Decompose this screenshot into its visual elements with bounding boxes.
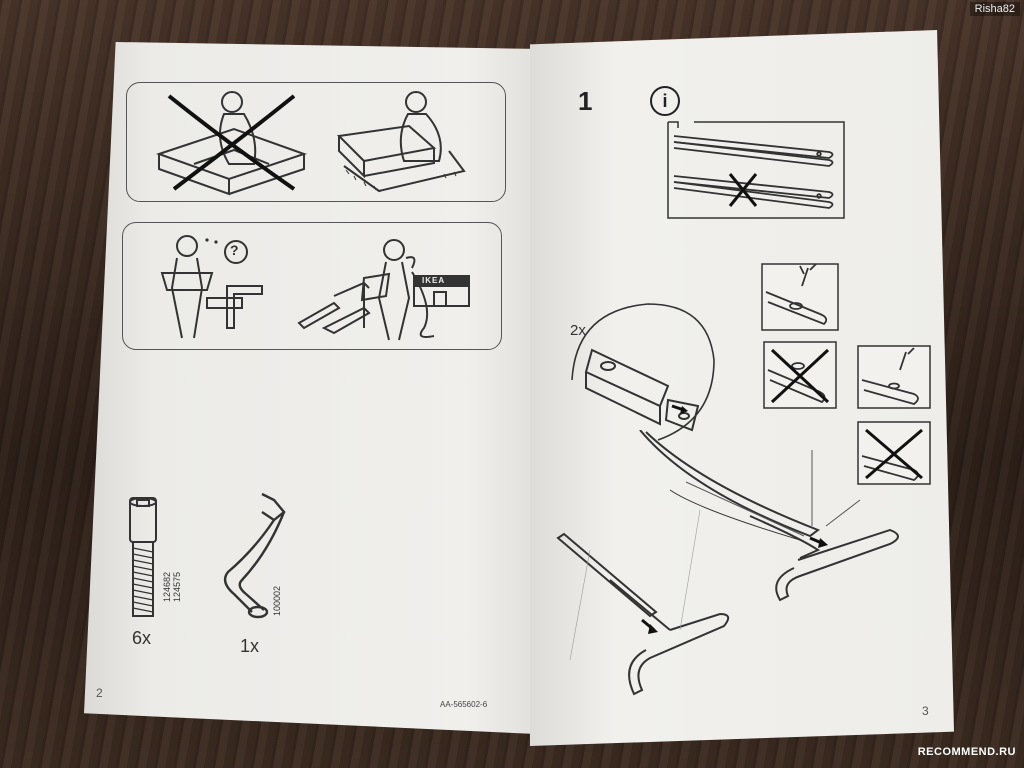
assemble-on-rug-right-illustration [336, 91, 466, 193]
allen-key-quantity: 1x [240, 636, 260, 656]
bolt-code-2: 124575 [172, 572, 182, 603]
site-watermark: RECOMMEND.RU [917, 746, 1016, 758]
confused-person-illustration [160, 235, 263, 339]
left-page: ? IKEA 124682 124575 6x [84, 42, 536, 734]
connection-magnifier [571, 303, 715, 441]
allen-key-illustration [223, 492, 286, 619]
bolt-illustration [129, 497, 157, 617]
document-code: AA-565602-6 [440, 700, 488, 709]
question-mark-label: ? [230, 242, 239, 258]
allen-key-code: 100002 [272, 586, 282, 617]
frame-assembly-illustration [556, 430, 899, 696]
bolt-quantity: 6x [132, 628, 152, 648]
info-icon: i [650, 86, 680, 116]
call-ikea-person-illustration [297, 239, 470, 341]
help-panel [122, 222, 502, 350]
hole-correct-detail [761, 263, 839, 331]
ikea-shop-sign: IKEA [422, 276, 446, 285]
left-page-number: 2 [96, 686, 103, 700]
end-hole-correct-detail [857, 345, 931, 409]
author-watermark: Risha82 [969, 2, 1020, 16]
right-page-number: 3 [922, 704, 929, 718]
floor-warning-panel [126, 82, 506, 202]
step-number: 1 [578, 86, 593, 116]
rail-orientation-info-box [667, 121, 845, 219]
right-page: 1 i [530, 30, 954, 746]
connection-quantity: 2x [570, 322, 586, 339]
bolt-code-1: 124682 [162, 572, 172, 603]
assemble-on-floor-wrong-illustration [155, 91, 308, 196]
end-hole-wrong-detail [857, 421, 931, 485]
hole-wrong-detail [763, 341, 837, 409]
